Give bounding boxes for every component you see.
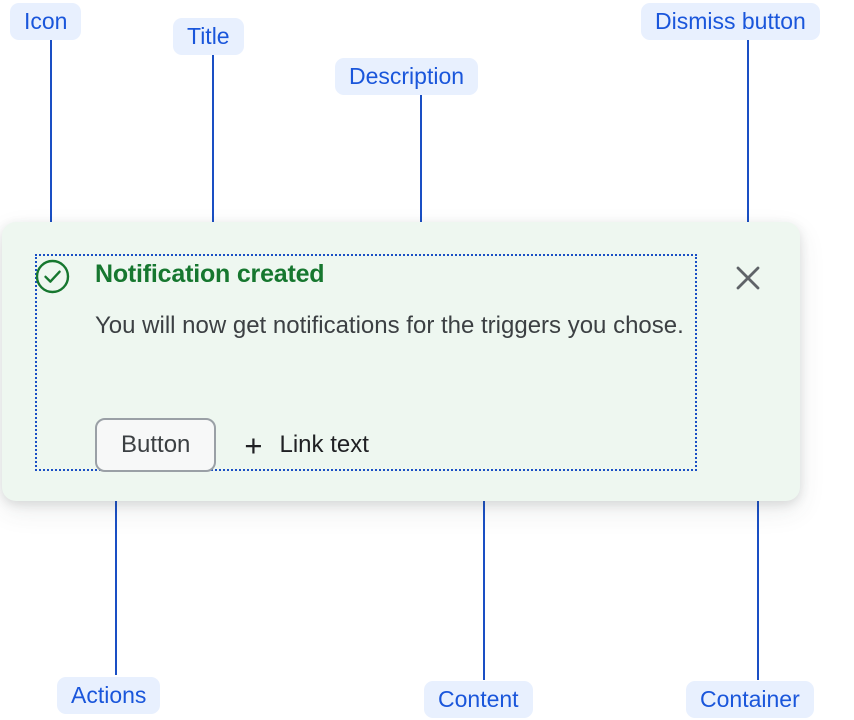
annotation-chip-title: Title <box>173 18 244 55</box>
leader-line-icon <box>50 40 52 248</box>
leader-line-title <box>212 55 214 263</box>
notification-content-region <box>35 254 697 471</box>
leader-line-container <box>757 475 759 680</box>
close-icon <box>736 266 760 290</box>
annotation-chip-dismiss-button: Dismiss button <box>641 3 820 40</box>
secondary-action-link[interactable]: + Link text <box>244 430 369 461</box>
leader-line-description <box>420 95 422 303</box>
notification-title: Notification created <box>95 260 325 288</box>
check-circle-icon <box>35 259 70 294</box>
plus-icon: + <box>244 427 263 463</box>
annotation-chip-container: Container <box>686 681 814 718</box>
annotation-chip-actions: Actions <box>57 677 161 714</box>
notification-description: You will now get notifications for the t… <box>95 312 684 339</box>
primary-action-button[interactable]: Button <box>95 418 217 472</box>
leader-line-actions <box>115 470 117 675</box>
leader-line-dismiss <box>747 40 749 248</box>
secondary-action-link-label: Link text <box>279 431 369 458</box>
annotation-chip-content: Content <box>424 681 533 718</box>
dismiss-button[interactable] <box>731 261 765 295</box>
leader-line-content <box>483 475 485 680</box>
annotation-chip-description: Description <box>335 58 479 95</box>
annotation-chip-icon: Icon <box>10 3 82 40</box>
notification-actions: Button + Link text <box>95 418 369 472</box>
